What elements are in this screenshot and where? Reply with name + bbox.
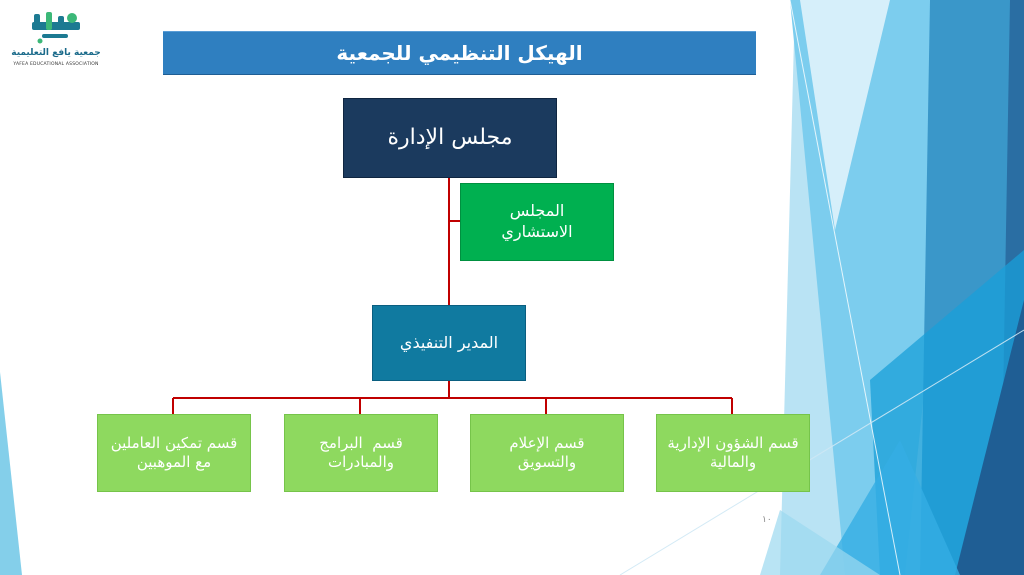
department-label-line1: قسم الشؤون الإدارية	[667, 433, 799, 452]
logo-mark-icon	[32, 12, 80, 44]
department-label-line1: قسم البرامج	[319, 433, 403, 452]
association-logo: جمعية يافع التعليمية YAFEA EDUCATIONAL A…	[8, 10, 104, 70]
executive-label: المدير التنفيذي	[399, 332, 499, 352]
department-programs-initiatives-box: قسم البرامج والمبادرات	[284, 414, 438, 492]
department-label-line2: مع الموهبين	[136, 453, 212, 471]
board-of-directors-box: مجلس الإدارة	[343, 98, 557, 178]
department-label-line2: والمبادرات	[328, 453, 394, 471]
slide-title-text: الهيكل التنظيمي للجمعية	[336, 41, 583, 65]
department-admin-finance-box: قسم الشؤون الإدارية والمالية	[656, 414, 810, 492]
department-label-line2: والتسويق	[517, 453, 577, 471]
page-number: ١٠	[762, 515, 772, 525]
logo-arabic-name: جمعية يافع التعليمية	[11, 48, 101, 58]
executive-director-box: المدير التنفيذي	[372, 305, 526, 381]
department-staff-empowerment-box: قسم تمكين العاملين مع الموهبين	[97, 414, 251, 492]
advisory-council-box: المجلس الاستشاري	[460, 183, 614, 261]
department-media-marketing-box: قسم الإعلام والتسويق	[470, 414, 624, 492]
department-label-line1: قسم الإعلام	[509, 433, 585, 452]
slide-title: الهيكل التنظيمي للجمعية	[163, 31, 756, 74]
advisory-label-line1: المجلس	[509, 201, 565, 221]
board-label: مجلس الإدارة	[387, 124, 513, 150]
advisory-label-line2: الاستشاري	[501, 222, 573, 241]
logo-english-name: YAFEA EDUCATIONAL ASSOCIATION	[13, 62, 99, 67]
department-label-line1: قسم تمكين العاملين	[110, 433, 238, 452]
department-label-line2: والمالية	[709, 453, 757, 471]
